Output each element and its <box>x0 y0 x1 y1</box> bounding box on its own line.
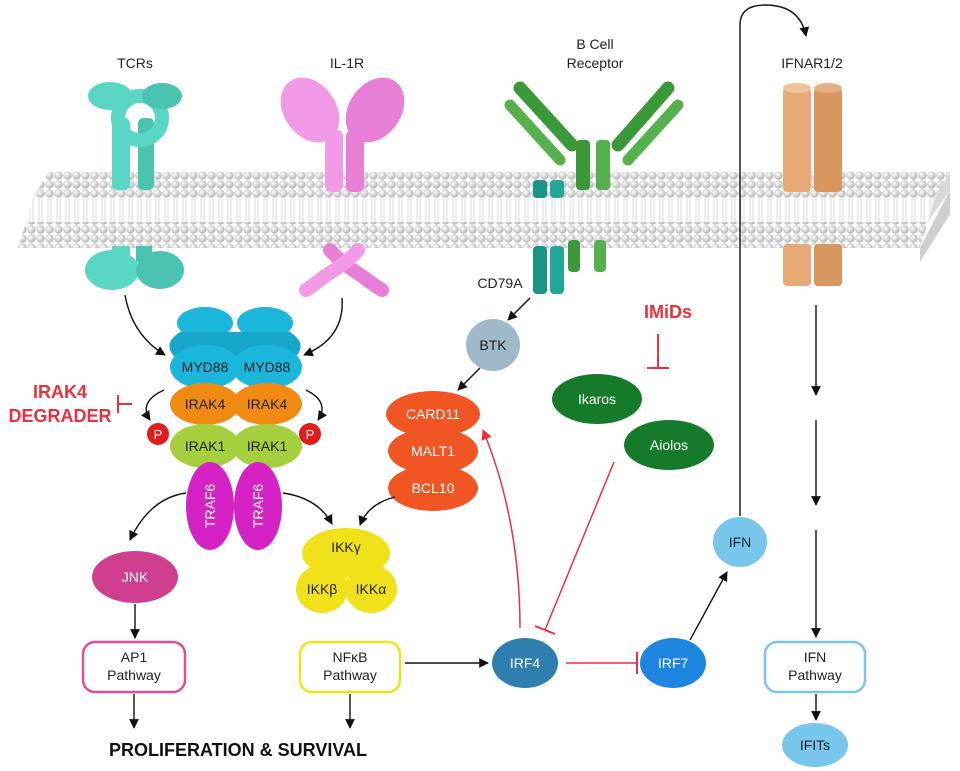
irak1-right: IRAK1 <box>247 438 288 454</box>
ikk-alpha-node <box>345 565 397 613</box>
nfkb-pathway-box <box>298 640 402 694</box>
bcr-receptor-icon <box>504 81 684 272</box>
ifn-pathway-line2: Pathway <box>788 667 842 683</box>
ifn-node <box>713 517 767 567</box>
inhibit-aiolos-to-irf4 <box>534 461 615 635</box>
card11-node <box>386 391 480 437</box>
irak1-left-node <box>170 424 240 468</box>
malt1-label: MALT1 <box>411 443 455 459</box>
arrow-cd79a-to-btk <box>507 297 531 321</box>
arrow-irf4-to-card11 <box>481 429 521 629</box>
ikk-beta-label: IKKβ <box>307 581 338 597</box>
arrow-ifn-to-ifnar <box>739 4 810 516</box>
ifn-pathway-box <box>763 640 867 694</box>
myd88-left: MYD88 <box>182 359 229 375</box>
tcrs-label: TCRs <box>117 55 153 71</box>
malt1-node <box>388 428 478 474</box>
ap1-pathway-box <box>81 640 187 694</box>
irf4-label: IRF4 <box>510 655 541 671</box>
irak1-right-node <box>232 424 302 468</box>
ikaros-label: Ikaros <box>578 391 616 407</box>
irak4-left: IRAK4 <box>185 396 226 412</box>
ikk-beta-node <box>296 565 348 613</box>
irak4-degrader-line2: DEGRADER <box>8 406 111 426</box>
phospho-left: P <box>154 427 163 442</box>
bcr-label-line1: B Cell <box>576 36 613 52</box>
il1r-receptor-icon <box>280 77 405 297</box>
nfkb-line2: Pathway <box>323 667 377 683</box>
irak4-inhibition-icon <box>117 395 132 413</box>
ikaros-node <box>552 374 642 424</box>
irak4-degrader-line1: IRAK4 <box>33 382 87 402</box>
cell-membrane <box>18 172 950 262</box>
tcr-receptor-icon <box>85 82 184 290</box>
activation-arrows <box>124 4 821 729</box>
inhibit-irf4-to-irf7 <box>566 652 638 674</box>
irak4-left-node <box>170 383 240 425</box>
ifits-label: IFITs <box>800 737 830 753</box>
ikk-gamma-label: IKKγ <box>331 539 361 555</box>
arrow-bcl10-to-ikk <box>358 496 396 526</box>
arrow-traf6-to-ikk <box>282 492 333 525</box>
myd88-right: MYD88 <box>244 359 291 375</box>
irak1-left: IRAK1 <box>185 438 226 454</box>
arrow-btk-to-card11 <box>457 367 481 391</box>
myd88-complex <box>169 307 302 389</box>
ifits-node <box>782 723 848 767</box>
irf7-node <box>640 638 706 688</box>
arrow-traf6-to-jnk <box>129 492 187 541</box>
traf6-right-node <box>234 462 282 550</box>
traf6-right: TRAF6 <box>250 484 266 529</box>
traf6-left: TRAF6 <box>202 484 218 529</box>
arrow-irf7-to-ifn <box>689 571 728 641</box>
ap1-line2: Pathway <box>107 667 161 683</box>
irak4-right-node <box>232 383 302 425</box>
irf4-node <box>492 638 558 688</box>
cd79a-icon <box>533 180 564 294</box>
imids-inhibition-icon <box>647 334 669 369</box>
phospho-right-badge <box>299 423 321 445</box>
cd79a-label: CD79A <box>477 275 523 291</box>
traf6-left-node <box>186 462 234 550</box>
aiolos-node <box>624 420 714 470</box>
irak4-right: IRAK4 <box>247 396 288 412</box>
phospho-left-badge <box>147 423 169 445</box>
ifn-pathway-line1: IFN <box>804 649 827 665</box>
bcl10-node <box>388 465 478 511</box>
ifn-label: IFN <box>729 534 752 550</box>
bcl10-label: BCL10 <box>412 480 455 496</box>
jnk-node <box>92 551 178 603</box>
phospho-right: P <box>306 427 315 442</box>
ap1-line1: AP1 <box>121 649 148 665</box>
ifnar-label: IFNAR1/2 <box>781 55 843 71</box>
card11-label: CARD11 <box>406 406 460 422</box>
ikk-alpha-label: IKKα <box>356 581 387 597</box>
nfkb-line1: NFκB <box>333 649 368 665</box>
imids-label: IMiDs <box>644 302 692 322</box>
arrow-irak4-to-irak1-right <box>305 389 327 421</box>
il1r-label: IL-1R <box>330 55 364 71</box>
arrow-il1r-to-myd88 <box>303 297 343 357</box>
arrow-irak4-to-irak1-left <box>141 389 165 421</box>
bcr-label-line2: Receptor <box>567 55 624 71</box>
outcome-label: PROLIFERATION & SURVIVAL <box>109 740 367 760</box>
btk-label: BTK <box>479 337 507 353</box>
arrow-tcr-to-myd88 <box>124 294 166 356</box>
jnk-label: JNK <box>122 569 149 585</box>
irf7-label: IRF7 <box>658 655 689 671</box>
aiolos-label: Aiolos <box>650 437 688 453</box>
btk-node <box>466 319 520 371</box>
ifnar-receptor-icon <box>783 83 842 286</box>
